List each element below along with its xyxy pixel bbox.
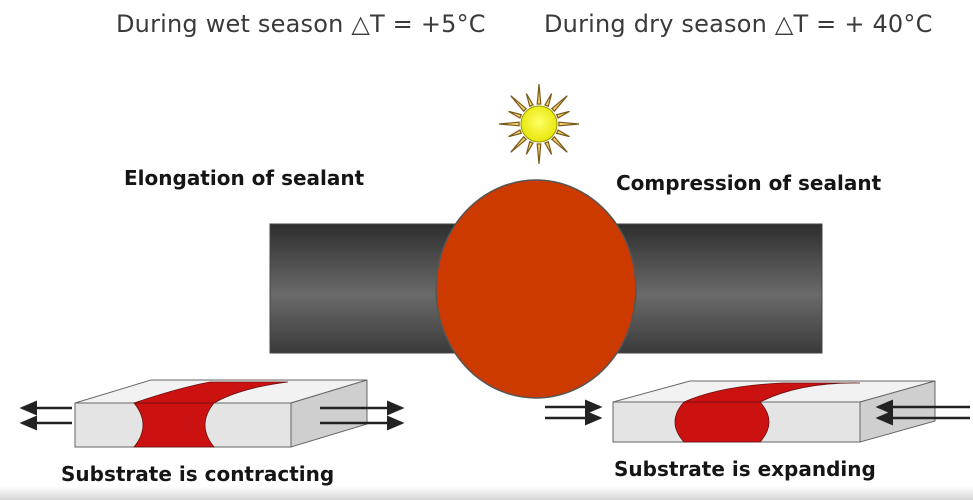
sun-ray — [544, 93, 553, 108]
left-sealant-top — [133, 381, 289, 404]
bottom-fade — [0, 486, 973, 500]
right-sealant-top — [683, 382, 861, 403]
sun-ray — [555, 129, 570, 138]
sun-ray — [558, 121, 580, 127]
expanding-substrate — [545, 380, 970, 443]
dry-season-heading: During dry season △T = + 40°C — [544, 10, 933, 38]
sun-ray — [510, 95, 528, 113]
sealant-ellipse — [435, 179, 637, 399]
contracting-substrate — [19, 379, 405, 448]
sun-ray — [508, 110, 523, 119]
sun-icon — [498, 83, 580, 165]
right-sealant — [674, 401, 770, 443]
wet-season-heading: During wet season △T = +5°C — [116, 10, 486, 38]
elongation-label: Elongation of sealant — [124, 166, 365, 190]
sun-ray — [525, 140, 534, 155]
sun-ray — [536, 83, 542, 105]
sun-ray — [510, 135, 528, 153]
sun-ray — [544, 140, 553, 155]
sun-ray — [525, 93, 534, 108]
expanding-label: Substrate is expanding — [614, 457, 876, 481]
sun-ray — [508, 129, 523, 138]
sun-ray — [536, 143, 542, 165]
sun-ray — [498, 121, 520, 127]
compression-label: Compression of sealant — [616, 171, 882, 195]
sun-ray — [550, 95, 568, 113]
left-sealant — [133, 402, 215, 448]
contracting-label: Substrate is contracting — [61, 462, 335, 486]
sun-ray — [555, 110, 570, 119]
sun-ray — [550, 135, 568, 153]
